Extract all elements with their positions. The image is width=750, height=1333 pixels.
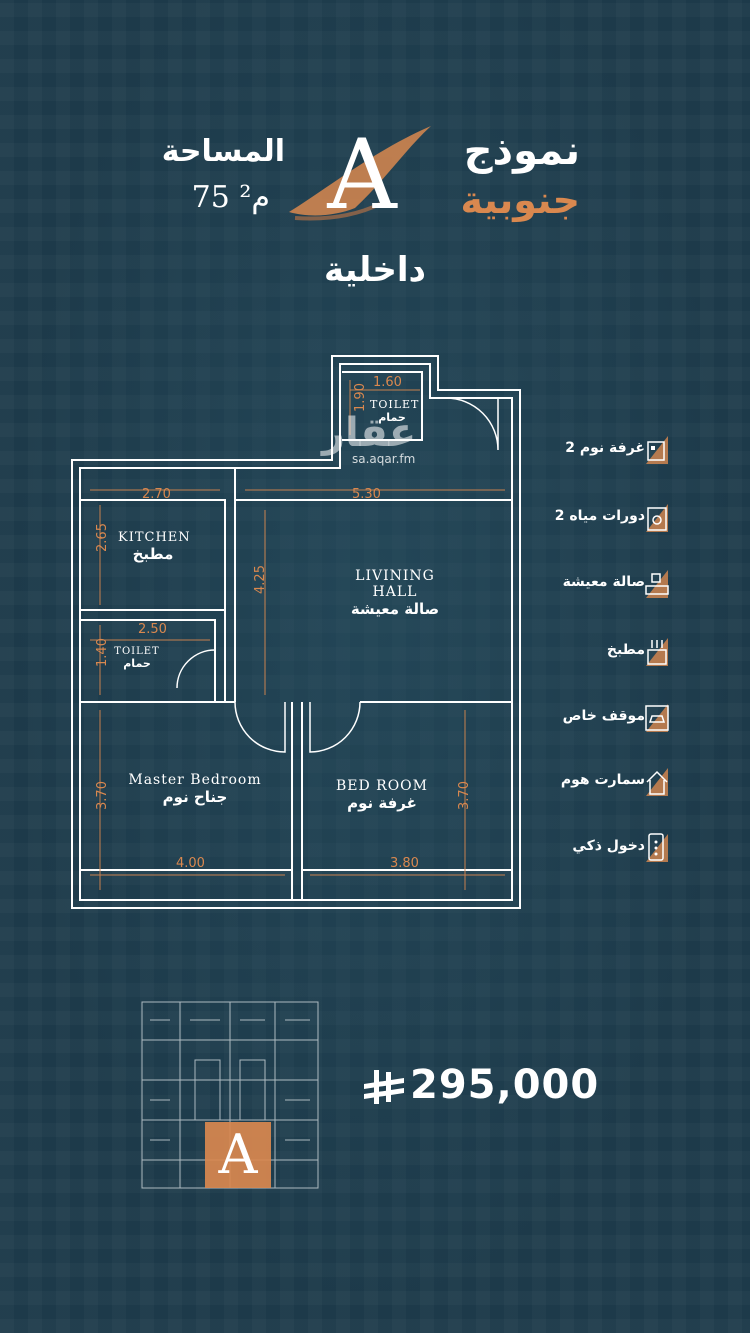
- watermark-domain: sa.aqar.fm: [352, 452, 416, 466]
- room-kitchen: KITCHEN مطبخ: [118, 530, 191, 563]
- dimension-label: 4.00: [176, 856, 205, 871]
- dimension-label: 1.40: [94, 638, 110, 667]
- model-letter: A: [327, 119, 397, 231]
- feature-smart-home: سمارت هوم: [520, 764, 720, 804]
- watermark: عقار: [322, 410, 417, 456]
- model-word: نموذج: [463, 128, 580, 174]
- dimension-label: 1.60: [373, 375, 402, 390]
- key-plan-drawing: [141, 1001, 319, 1189]
- feature-kitchen: مطبخ: [520, 634, 720, 674]
- price-value: 295,000: [410, 1062, 600, 1108]
- dimension-label: 3.70: [94, 781, 110, 810]
- floor-plan-drawing: [71, 355, 521, 909]
- room-living-hall: LIVINING HALL صالة معيشة: [350, 568, 440, 618]
- saudi-riyal-icon: [364, 1070, 404, 1104]
- feature-bathrooms: 2 دورات مياه: [520, 500, 720, 540]
- room-toilet-top: TOILET حمام: [370, 398, 420, 424]
- floor-plan: 1.60 1.90 2.70 5.30 2.65 4.25 2.50 1.40 …: [60, 350, 530, 920]
- feature-smart-entry: دخول ذكي: [520, 830, 720, 870]
- smart-home-icon: [646, 768, 668, 796]
- dimension-label: 4.25: [252, 565, 268, 594]
- dimension-label: 3.80: [390, 856, 419, 871]
- model-badge: A: [285, 120, 435, 230]
- highlight-letter: A: [218, 1123, 258, 1186]
- building-key-plan: A: [140, 1000, 320, 1190]
- room-bedroom: BED ROOM غرفة نوم: [335, 778, 428, 812]
- room-master-bedroom: Master Bedroom جناح نوم: [128, 772, 262, 806]
- area-label: المساحة: [161, 134, 285, 169]
- area-value: 75 م²: [191, 180, 270, 215]
- bathroom-icon: [646, 504, 668, 532]
- kitchen-icon: [646, 638, 668, 666]
- highlight-unit: [205, 1122, 271, 1188]
- brush-stroke-icon: [289, 126, 431, 221]
- model-type: جنوبية: [460, 178, 580, 222]
- living-room-icon: [645, 570, 669, 598]
- dimension-label: 2.65: [94, 523, 110, 552]
- feature-living-room: صالة معيشة: [520, 566, 720, 606]
- feature-bedrooms: 2 غرفة نوم: [520, 432, 720, 472]
- position-label: داخلية: [324, 250, 426, 290]
- parking-icon: [645, 704, 669, 732]
- dimension-label: 2.50: [138, 622, 167, 637]
- feature-parking: موقف خاص: [520, 700, 720, 740]
- dimension-label: 3.70: [456, 781, 472, 810]
- dimension-label: 5.30: [352, 487, 381, 502]
- bedroom-icon: [646, 436, 668, 464]
- smart-entry-icon: [646, 833, 668, 862]
- room-toilet-left: TOILET حمام: [114, 646, 160, 670]
- dimension-label: 1.90: [352, 383, 368, 412]
- dimension-label: 2.70: [142, 487, 171, 502]
